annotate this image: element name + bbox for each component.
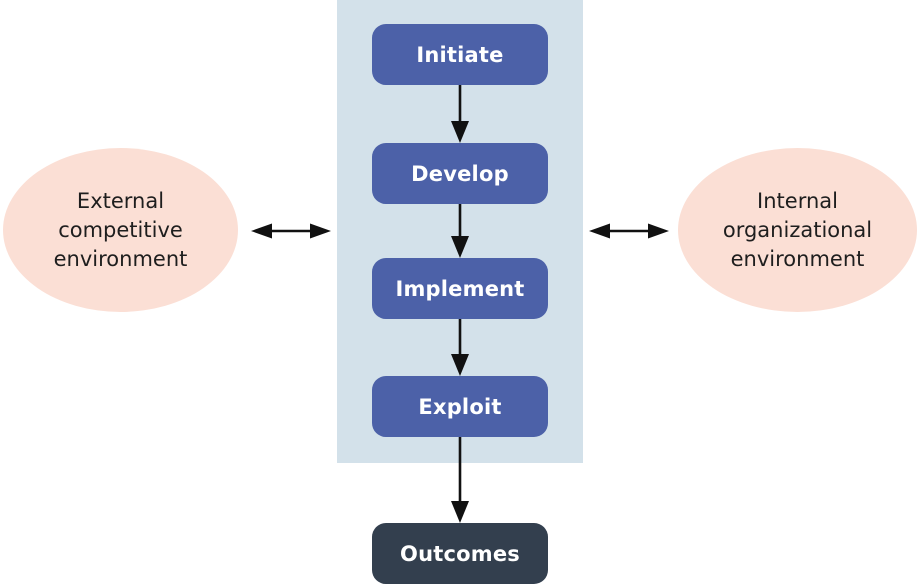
outcomes-box: Outcomes <box>372 523 548 584</box>
step-box-develop: Develop <box>372 143 548 204</box>
internal-environment-ellipse: Internal organizational environment <box>678 148 917 312</box>
step-label: Initiate <box>416 42 504 67</box>
step-label: Implement <box>395 276 525 301</box>
external-environment-ellipse: External competitive environment <box>3 148 238 312</box>
internal-environment-label-line: Internal <box>757 188 838 213</box>
external-environment-label-line: competitive <box>58 217 183 242</box>
step-label: Develop <box>411 161 509 186</box>
internal-environment-label-line: organizational <box>722 217 873 242</box>
step-box-implement: Implement <box>372 258 548 319</box>
external-environment-label-line: External <box>76 188 165 213</box>
internal-environment-label-line: environment <box>730 246 865 271</box>
double-arrow-icon <box>589 220 669 242</box>
double-arrow-icon <box>251 220 331 242</box>
arrow-down-icon <box>448 85 472 143</box>
outcomes-label: Outcomes <box>400 541 520 566</box>
arrow-down-icon <box>448 437 472 523</box>
external-environment-label-line: environment <box>53 246 188 271</box>
arrow-down-icon <box>448 319 472 376</box>
arrow-down-icon <box>448 204 472 258</box>
step-box-exploit: Exploit <box>372 376 548 437</box>
step-label: Exploit <box>418 394 502 419</box>
step-box-initiate: Initiate <box>372 24 548 85</box>
